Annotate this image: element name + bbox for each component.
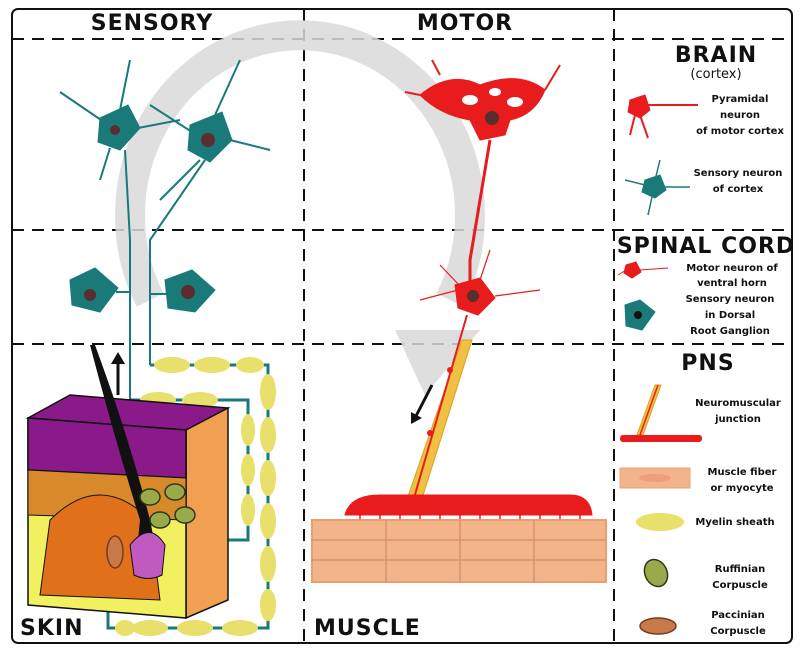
legend-muscle-fiber-line2: or myocyte — [710, 483, 773, 494]
legend-sensory-cortex-line2: of cortex — [713, 184, 764, 195]
header-spinal-cord: SPINAL CORD — [617, 234, 795, 259]
legend-ruffinian-line1: Ruffinian — [715, 564, 765, 575]
header-sensory: SENSORY — [91, 11, 214, 36]
header-cortex: (cortex) — [690, 67, 741, 82]
paccinian-corpuscle-icon — [640, 618, 676, 634]
legend-ruffinian-line2: Corpuscle — [712, 580, 768, 591]
legend-pyramidal-line1: Pyramidal — [712, 94, 769, 105]
header-motor: MOTOR — [417, 11, 513, 36]
legend-pyramidal-line3: of motor cortex — [696, 126, 784, 137]
header-skin: SKIN — [20, 616, 84, 641]
muscle-block — [312, 495, 606, 582]
legend-neuromuscular-line2: junction — [714, 414, 761, 425]
legend-myelin-line1: Myelin sheath — [695, 517, 774, 528]
legend-sensory-dorsal-line1: Sensory neuron — [686, 294, 775, 305]
header-brain: BRAIN — [675, 43, 757, 68]
legend-paccinian-line2: Corpuscle — [710, 626, 766, 637]
legend-sensory-dorsal-line2: in Dorsal — [705, 310, 755, 321]
paccinian-corpuscle — [107, 536, 123, 568]
legend-motor-ventral-line2: ventral horn — [697, 278, 767, 289]
legend-pyramidal-line2: neuron — [720, 110, 760, 121]
legend-paccinian-line1: Paccinian — [711, 610, 765, 621]
myelin-sheath-icon — [636, 513, 684, 531]
header-pns: PNS — [681, 351, 734, 376]
legend-motor-ventral-line1: Motor neuron of — [686, 263, 778, 274]
legend-muscle-fiber-line1: Muscle fiber — [708, 467, 777, 478]
legend-neuromuscular-line1: Neuromuscular — [695, 398, 781, 409]
legend-sensory-dorsal-line3: Root Ganglion — [690, 326, 770, 337]
legend-sensory-cortex-line1: Sensory neuron — [694, 168, 783, 179]
header-muscle: MUSCLE — [314, 616, 421, 641]
